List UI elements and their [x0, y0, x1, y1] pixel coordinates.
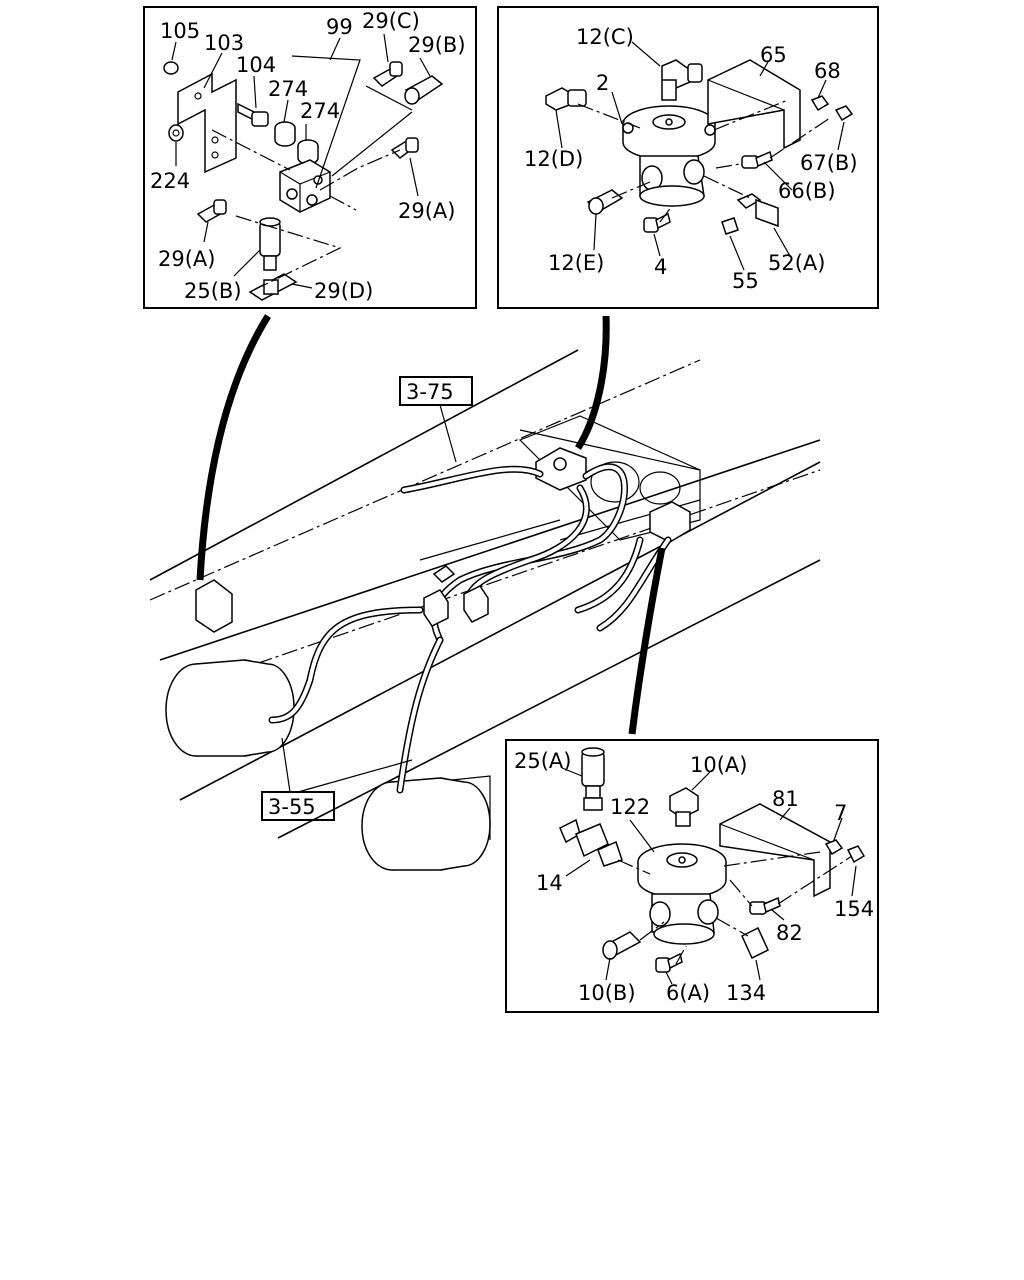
- label-104: 104: [236, 53, 276, 77]
- ref-box-3-75: [399, 376, 473, 406]
- label-7: 7: [834, 801, 847, 825]
- label-82: 82: [776, 921, 803, 945]
- brake-chamber-left: [165, 659, 295, 757]
- detail-box-relay-valve-rear: 25(A) 10(A) 122 81 7 14 154 82 10(B) 6(A…: [505, 739, 879, 1013]
- callout-curve-bottom: [628, 547, 666, 735]
- label-29b: 29(B): [408, 33, 466, 57]
- callout-curve-left: [196, 314, 271, 581]
- chassis-view: 3-75 3-55: [149, 314, 821, 871]
- label-6a: 6(A): [666, 981, 710, 1005]
- label-10b: 10(B): [578, 981, 636, 1005]
- label-55: 55: [732, 269, 759, 293]
- ref-3-55: 3-55: [268, 795, 316, 819]
- label-81: 81: [772, 787, 799, 811]
- label-154: 154: [834, 897, 874, 921]
- label-68: 68: [814, 59, 841, 83]
- label-14: 14: [536, 871, 563, 895]
- label-274: 274: [300, 99, 340, 123]
- label-2: 2: [596, 71, 609, 95]
- callout-curve-top: [575, 315, 610, 450]
- label-134: 134: [726, 981, 766, 1005]
- label-25b: 25(B): [184, 279, 242, 303]
- label-99: 99: [326, 15, 353, 39]
- label-105: 105: [160, 19, 200, 43]
- detail-box-relay-valve-front: 12(C) 65 2 68 12(D) 67(B) 66(B) 12(E) 4 …: [497, 6, 879, 309]
- label-67b: 67(B): [800, 151, 858, 175]
- label-29d: 29(D): [314, 279, 373, 303]
- label-122: 122: [610, 795, 650, 819]
- label-10a: 10(A): [690, 753, 747, 777]
- air-pipes: [268, 463, 672, 794]
- label-12c: 12(C): [576, 25, 634, 49]
- label-4: 4: [654, 255, 667, 279]
- label-103: 103: [204, 31, 244, 55]
- label-224: 224: [150, 169, 190, 193]
- label-25a: 25(A): [514, 749, 571, 773]
- ref-3-75: 3-75: [406, 380, 454, 404]
- label-29a: 29(A): [158, 247, 215, 271]
- detail-box-valve-bracket: 105 103 99 29(C) 29(B) 104 274 274 224 2…: [143, 6, 477, 309]
- label-66b: 66(B): [778, 179, 836, 203]
- label-274: 274: [268, 77, 308, 101]
- label-12e: 12(E): [548, 251, 604, 275]
- label-29a: 29(A): [398, 199, 455, 223]
- label-52a: 52(A): [768, 251, 825, 275]
- label-65: 65: [760, 43, 787, 67]
- label-12d: 12(D): [524, 147, 583, 171]
- label-29c: 29(C): [362, 9, 420, 33]
- brake-chamber-right: [361, 775, 491, 871]
